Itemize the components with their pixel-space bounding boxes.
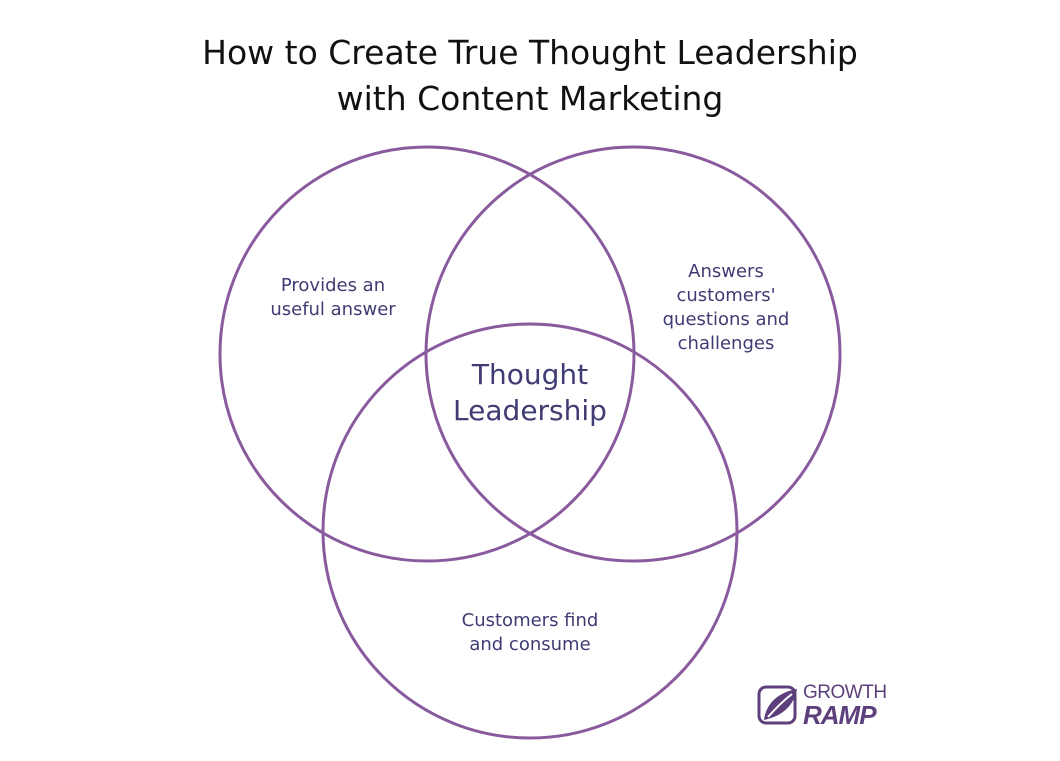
label-bottom-circle: Customers find and consume	[430, 609, 630, 657]
label-left-line-1: Provides an	[280, 275, 386, 296]
logo-text-growth: GROWTH	[803, 682, 887, 703]
growth-ramp-logo: GROWTH RAMP	[757, 683, 897, 733]
center-label-thought-leadership: Thought Leadership	[420, 357, 640, 429]
center-label-line-1: Thought	[471, 358, 589, 391]
logo-text-ramp: RAMP	[803, 700, 877, 730]
title-line-2: with Content Marketing	[336, 79, 724, 118]
leaf-logo-icon	[757, 685, 797, 725]
circle-right	[424, 145, 842, 563]
circle-left	[218, 145, 636, 563]
label-bottom-line-1: Customers find	[461, 610, 599, 631]
label-right-line-1: Answers	[688, 261, 764, 282]
diagram-title: How to Create True Thought Leadership wi…	[0, 30, 1060, 122]
label-left-line-2: useful answer	[270, 299, 396, 320]
title-line-1: How to Create True Thought Leadership	[202, 33, 858, 72]
circle-bottom	[321, 322, 739, 740]
label-right-circle: Answers customers' questions and challen…	[636, 260, 816, 356]
label-right-line-2: customers'	[676, 285, 776, 306]
label-right-line-3: questions and	[662, 309, 790, 330]
center-label-line-2: Leadership	[453, 394, 607, 427]
label-left-circle: Provides an useful answer	[233, 274, 433, 322]
label-right-line-4: challenges	[677, 333, 775, 354]
label-bottom-line-2: and consume	[469, 634, 591, 655]
